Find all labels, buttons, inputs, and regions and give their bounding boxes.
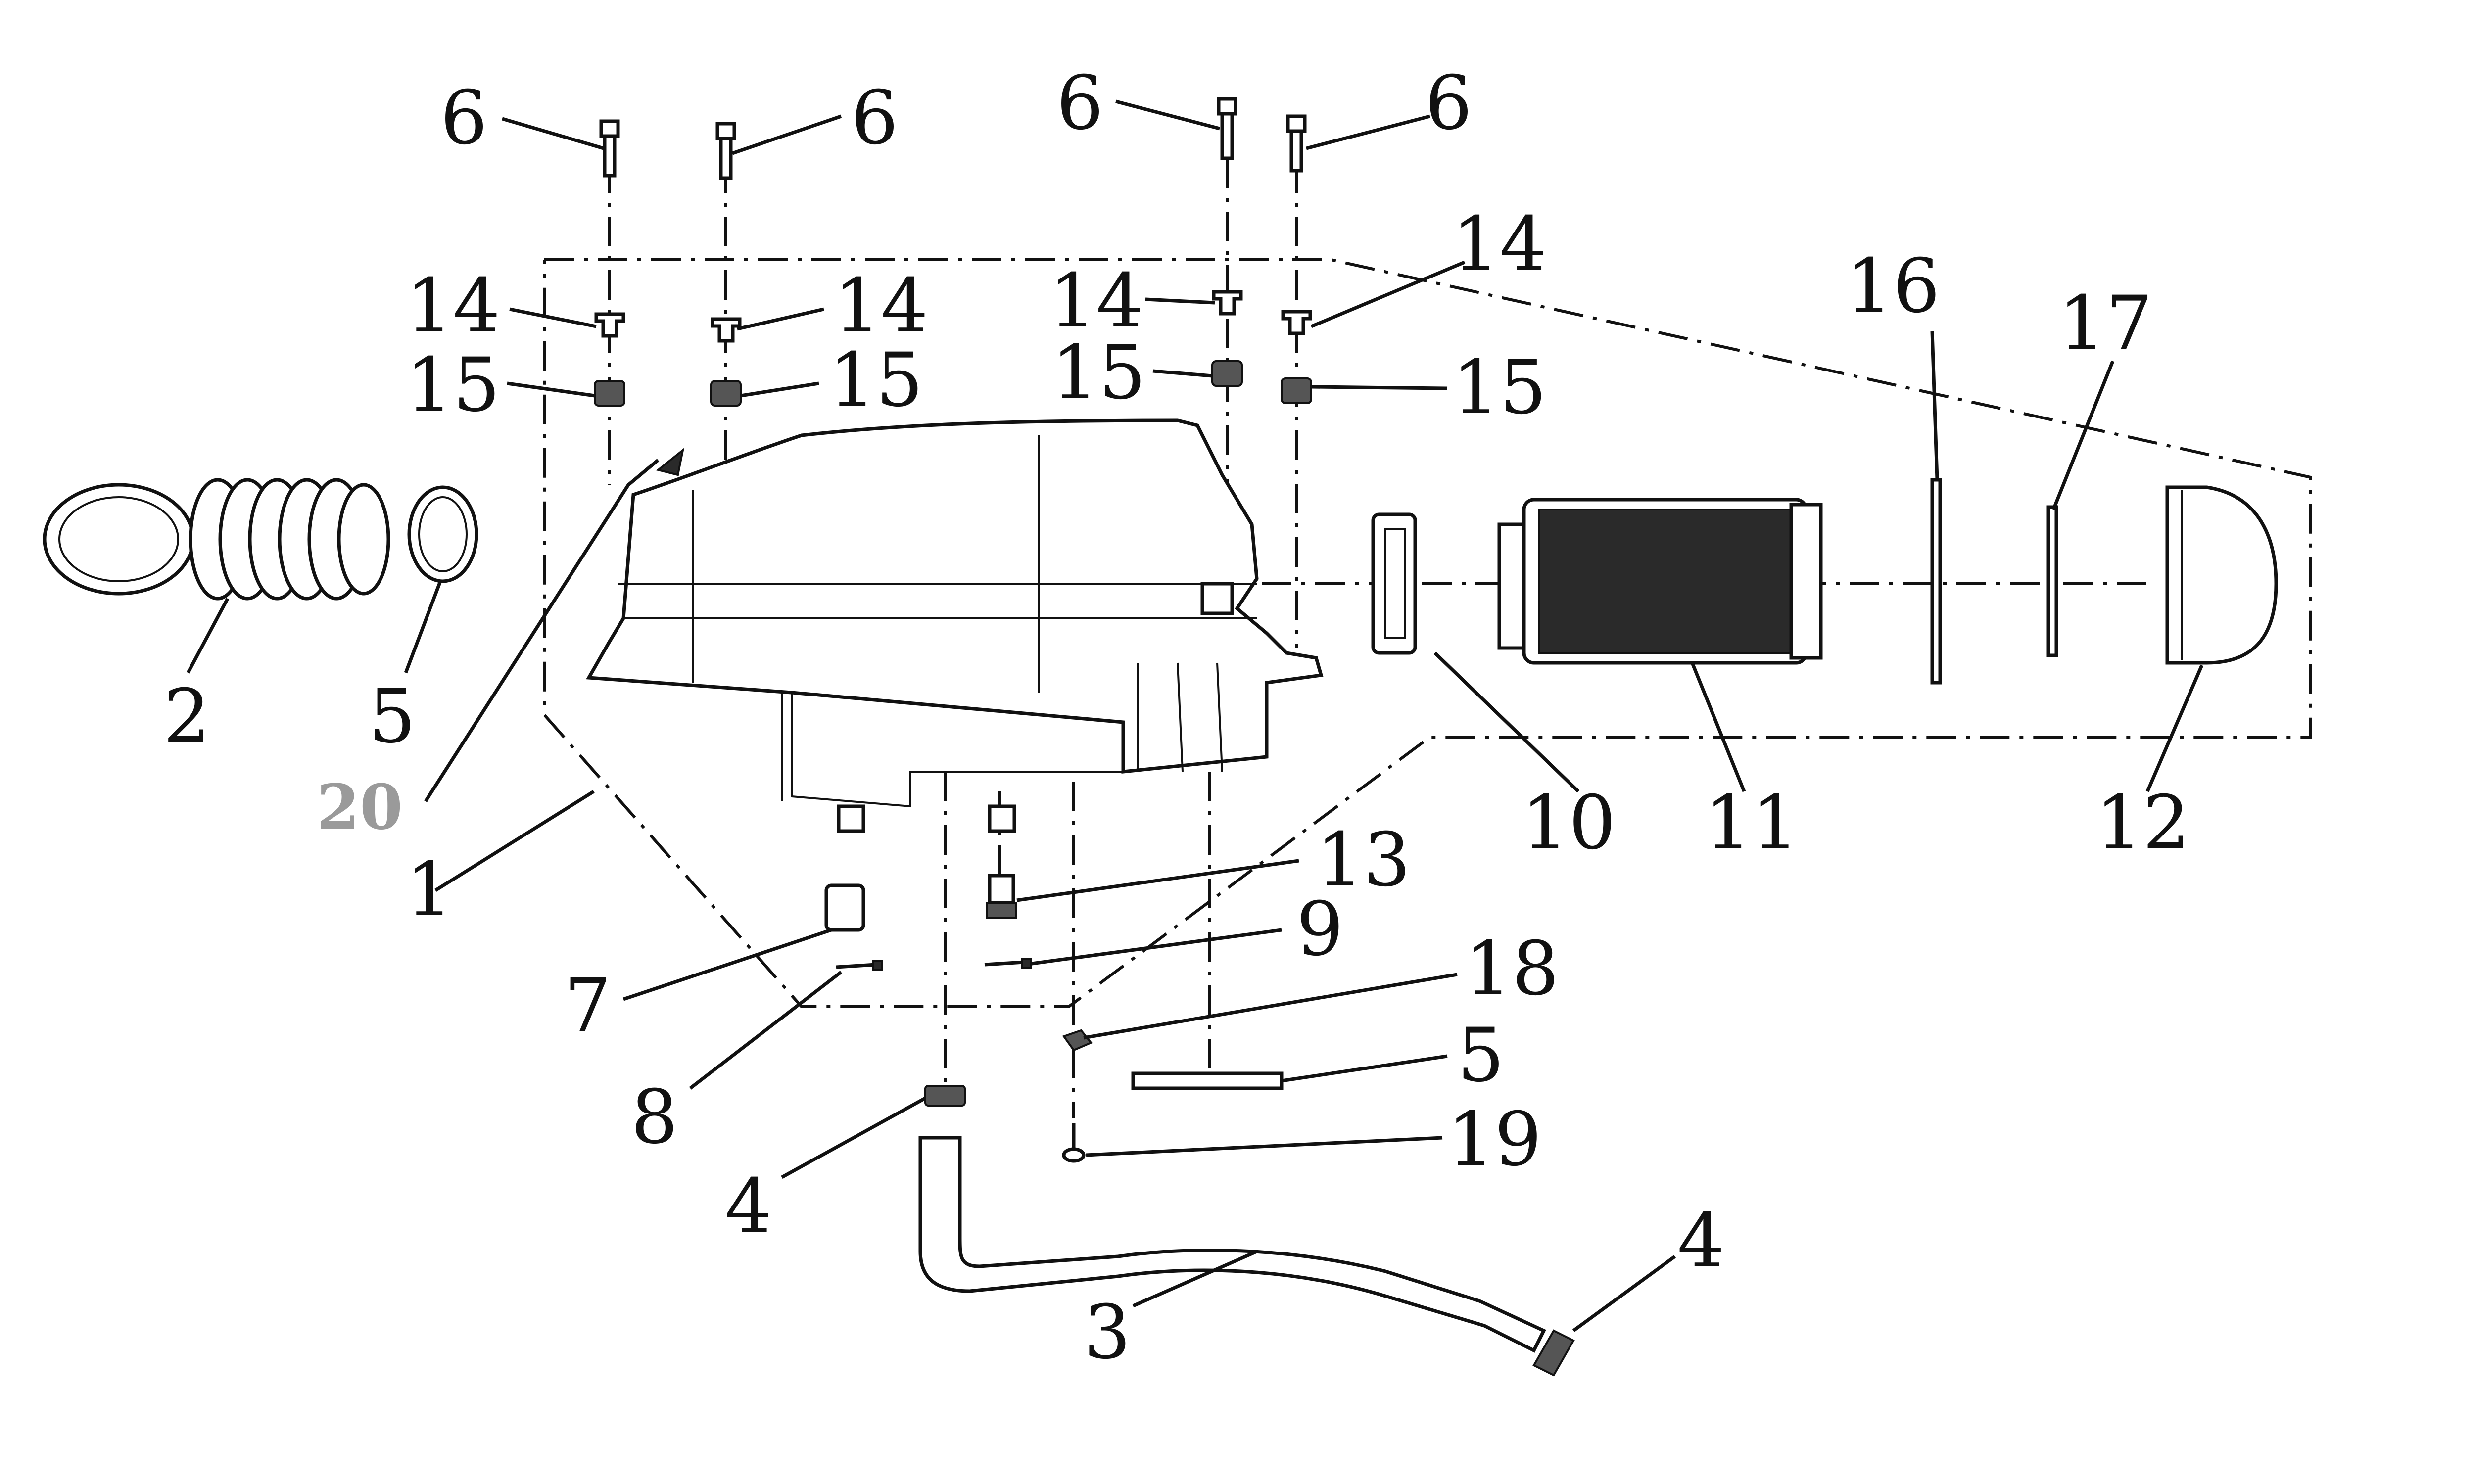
collar-14-group [594, 290, 1312, 343]
callout-label: 6 [851, 75, 898, 161]
hose-clamps-4 [924, 1085, 1575, 1377]
callout-label: 4 [1677, 1198, 1724, 1284]
callout-label: 5 [369, 674, 416, 760]
gaskets-16-17 [1930, 478, 2058, 685]
fitting-10 [986, 874, 1017, 919]
screw-19 [1062, 1123, 1086, 1163]
callout-label: 6 [440, 75, 487, 161]
callout-label: 14 [1049, 258, 1143, 344]
air-box-housing-1 [586, 418, 1324, 833]
pins-8-9 [836, 958, 1032, 971]
intake-duct-2 [43, 478, 390, 601]
callout-label: 14 [834, 263, 928, 349]
frame-seal-11 [1371, 512, 1417, 655]
callout-label: 20 [317, 771, 403, 843]
callout-label: 6 [1056, 60, 1103, 146]
callout-label: 1 [406, 847, 453, 933]
cover-13 [2165, 485, 2278, 665]
clip-18 [1062, 1029, 1093, 1052]
callout-label: 2 [163, 674, 210, 760]
callout-label: 7 [564, 963, 611, 1049]
callout-label: 6 [1425, 60, 1472, 146]
filter-element-12 [1497, 498, 1823, 665]
callout-label: 13 [1316, 817, 1411, 903]
callout-label: 9 [1296, 886, 1343, 973]
callout-label: 15 [1452, 345, 1547, 431]
callout-label: 12 [2095, 780, 2190, 866]
callout-label: 15 [1051, 330, 1146, 416]
callout-label: 19 [1447, 1097, 1542, 1183]
callout-label: 11 [1705, 780, 1799, 866]
callout-label: 10 [1522, 780, 1616, 866]
callout-label: 16 [1846, 243, 1940, 329]
callout-labels: 6 6 6 6 14 14 14 14 15 15 15 15 16 17 2 … [163, 60, 2190, 1376]
callout-label: 14 [1452, 201, 1547, 287]
callout-label: 4 [725, 1163, 772, 1250]
assembly-boundary-line [543, 258, 2312, 1008]
bolt-6-group [599, 97, 1307, 180]
callout-label: 8 [631, 1074, 678, 1160]
callout-label: 3 [1084, 1290, 1131, 1376]
drain-hose-3 [918, 1136, 1546, 1353]
callout-label: 17 [2058, 280, 2153, 367]
callout-label: 18 [1465, 926, 1559, 1012]
clamp-ring-5 [407, 485, 478, 583]
plate-5-lower [1131, 1071, 1284, 1090]
grommet-15-group [594, 360, 1312, 407]
callout-label: 14 [406, 263, 500, 349]
breather-wire-20 [424, 459, 660, 802]
callout-label: 5 [1457, 1013, 1504, 1099]
leader-lines [186, 99, 2204, 1332]
callout-label: 15 [829, 337, 923, 423]
drain-cap-7 [824, 883, 865, 932]
callout-label: 15 [406, 342, 500, 428]
